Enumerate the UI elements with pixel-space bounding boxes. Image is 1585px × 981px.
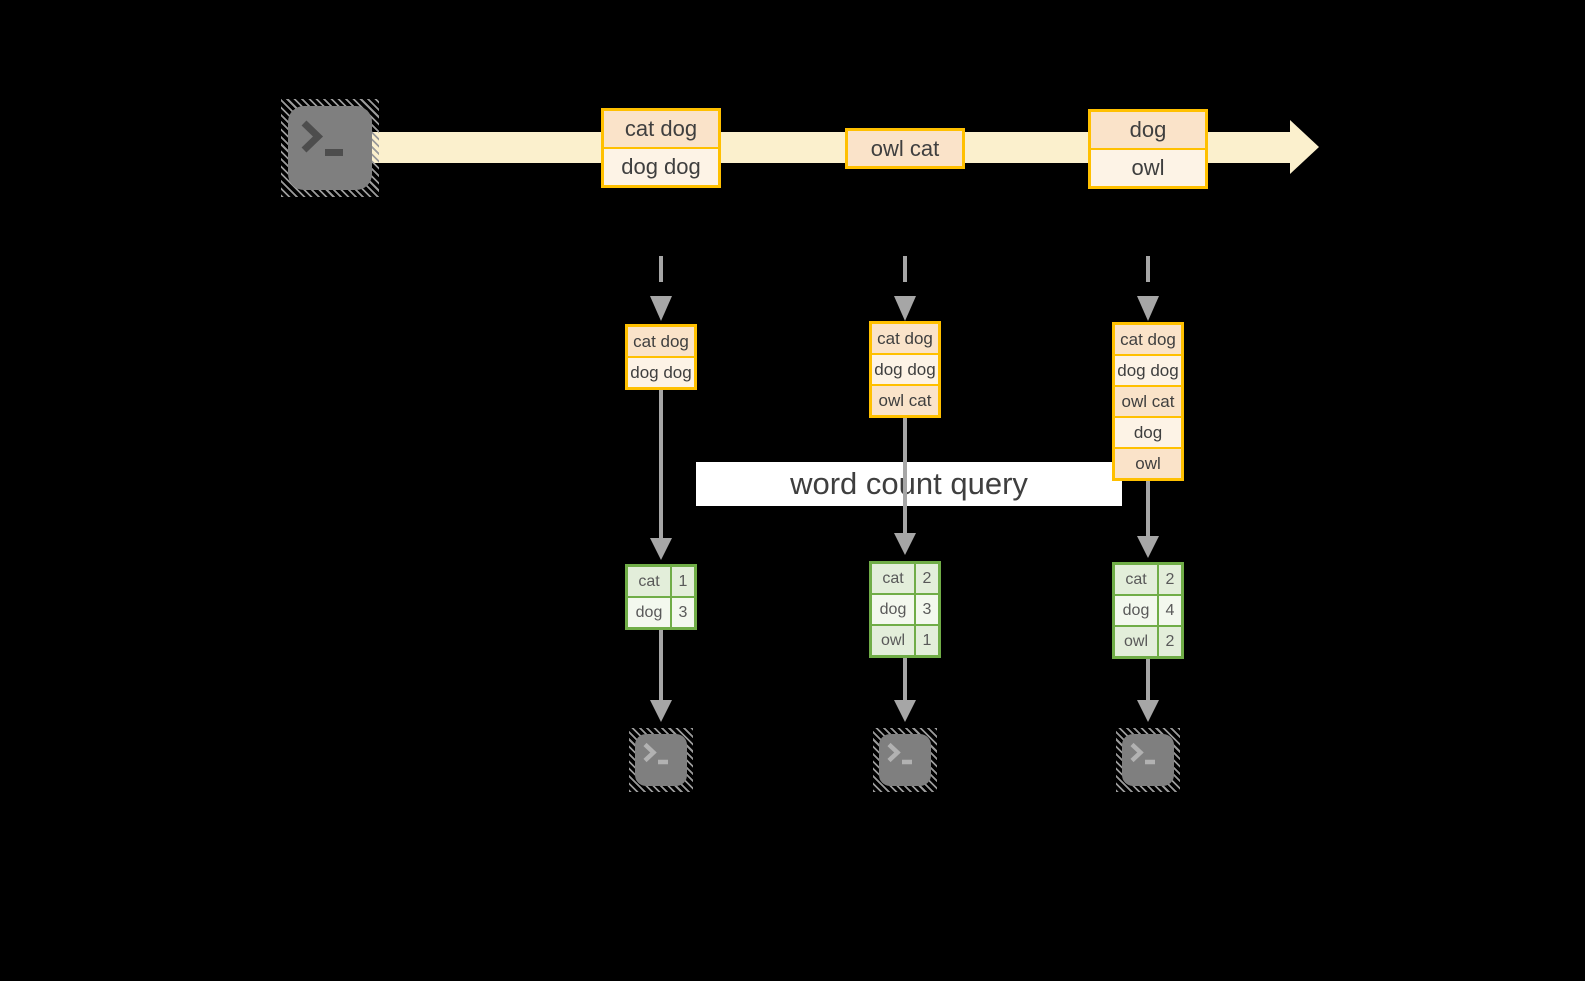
count-row: dog 3 (628, 598, 694, 627)
word-cell: cat (1115, 565, 1159, 594)
terminal-prompt-icon (635, 734, 687, 786)
terminal-prompt-icon (1122, 734, 1174, 786)
query-arrowhead-1 (650, 538, 672, 560)
buffered-message: cat dog (1115, 325, 1181, 356)
message-line: dog (1091, 112, 1205, 150)
output-arrowhead-1 (650, 700, 672, 722)
prompt-glyph (643, 742, 668, 765)
count-row: dog 3 (872, 595, 938, 626)
word-count-table-1: cat 1 dog 3 (625, 564, 697, 630)
buffered-message: cat dog (872, 324, 938, 355)
message-line: owl (1091, 150, 1205, 186)
word-cell: cat (628, 567, 672, 596)
buffered-message: owl (1115, 449, 1181, 478)
query-banner-label: word count query (790, 466, 1028, 501)
output-arrowhead-3 (1137, 700, 1159, 722)
message-line: cat dog (604, 111, 718, 149)
partition-buffer-2: cat dog dog dog owl cat (869, 321, 941, 418)
word-cell: dog (872, 595, 916, 624)
output-arrowhead-2 (894, 700, 916, 722)
buffered-message: owl cat (872, 386, 938, 415)
partition-buffer-3: cat dog dog dog owl cat dog owl (1112, 322, 1184, 481)
consumer-terminal-3 (1116, 728, 1180, 792)
ingest-arrowhead-1 (650, 296, 672, 321)
count-row: cat 1 (628, 567, 694, 598)
ingest-arrowhead-2 (894, 296, 916, 321)
count-row: cat 2 (872, 564, 938, 595)
count-row: dog 4 (1115, 596, 1181, 627)
count-cell: 1 (672, 567, 694, 596)
count-cell: 1 (916, 626, 938, 655)
query-arrowhead-3 (1137, 536, 1159, 558)
word-cell: dog (1115, 596, 1159, 625)
producer-terminal (281, 99, 379, 197)
partition-buffer-1: cat dog dog dog (625, 324, 697, 390)
stream-message-1: cat dog dog dog (601, 108, 721, 188)
count-cell: 2 (1159, 565, 1181, 594)
buffered-message: owl cat (1115, 387, 1181, 418)
count-cell: 3 (672, 598, 694, 627)
word-cell: owl (872, 626, 916, 655)
word-cell: owl (1115, 627, 1159, 656)
buffered-message: cat dog (628, 327, 694, 358)
count-row: owl 2 (1115, 627, 1181, 656)
prompt-glyph (1130, 742, 1155, 765)
message-line: dog dog (604, 149, 718, 185)
buffered-message: dog dog (628, 358, 694, 387)
ingest-arrowhead-3 (1137, 296, 1159, 321)
count-row: cat 2 (1115, 565, 1181, 596)
buffered-message: dog dog (872, 355, 938, 386)
count-row: owl 1 (872, 626, 938, 655)
word-cell: cat (872, 564, 916, 593)
count-cell: 2 (916, 564, 938, 593)
message-line: owl cat (848, 131, 962, 166)
stream-message-2: owl cat (845, 128, 965, 169)
word-count-table-2: cat 2 dog 3 owl 1 (869, 561, 941, 658)
prompt-glyph (301, 120, 343, 156)
terminal-prompt-icon (879, 734, 931, 786)
terminal-prompt-icon (288, 106, 372, 190)
buffered-message: dog dog (1115, 356, 1181, 387)
consumer-terminal-2 (873, 728, 937, 792)
prompt-glyph (887, 742, 912, 765)
word-cell: dog (628, 598, 672, 627)
buffered-message: dog (1115, 418, 1181, 449)
query-banner: word count query (696, 462, 1122, 506)
query-arrowhead-2 (894, 533, 916, 555)
consumer-terminal-1 (629, 728, 693, 792)
count-cell: 3 (916, 595, 938, 624)
count-cell: 4 (1159, 596, 1181, 625)
count-cell: 2 (1159, 627, 1181, 656)
stream-band-arrowhead (1290, 120, 1319, 174)
stream-message-3: dog owl (1088, 109, 1208, 189)
word-count-table-3: cat 2 dog 4 owl 2 (1112, 562, 1184, 659)
